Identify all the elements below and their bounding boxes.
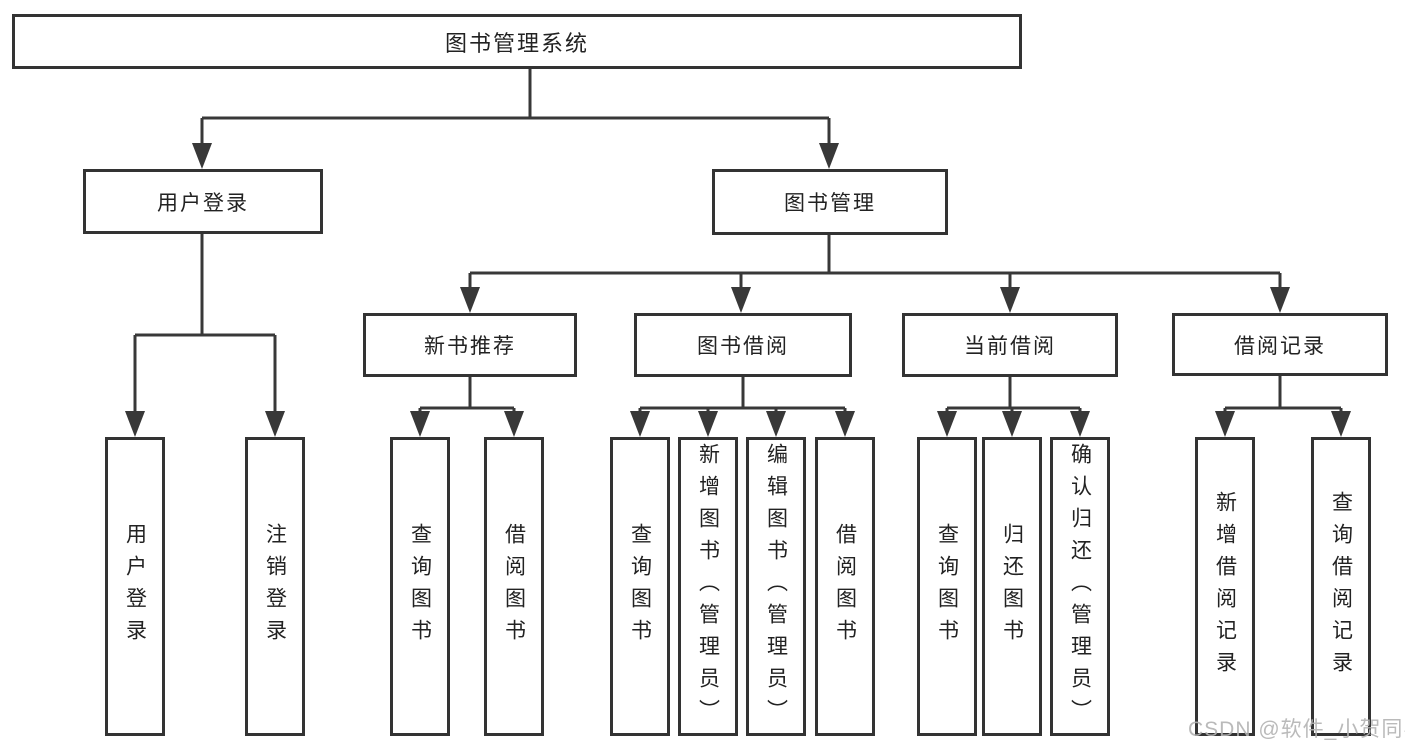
node-label: 查询图书 [628, 522, 652, 651]
arrowhead-icon [1215, 411, 1235, 437]
node-label: 新书推荐 [424, 335, 516, 358]
arrowhead-icon [410, 411, 430, 437]
node-label: 用户登录 [123, 522, 147, 651]
node-label: 图书管理系统 [444, 30, 589, 56]
leaf-confirm-return-admin: 确认归还（管理员） [1050, 437, 1110, 736]
arrowhead-icon [192, 143, 212, 169]
leaf-add-borrow-record: 新增借阅记录 [1195, 437, 1255, 736]
node-new-book-recommend: 新书推荐 [363, 313, 577, 377]
node-label: 编辑图书（管理员） [764, 442, 788, 731]
arrowhead-icon [1000, 287, 1020, 313]
node-label: 借阅记录 [1234, 334, 1326, 358]
node-label: 新增借阅记录 [1213, 490, 1237, 683]
node-label: 图书借阅 [697, 335, 789, 358]
arrowhead-icon [265, 411, 285, 437]
arrowhead-icon [835, 411, 855, 437]
leaf-borrow-books-borrow: 借阅图书 [815, 437, 875, 736]
node-book-management: 图书管理 [712, 169, 948, 235]
node-label: 确认归还（管理员） [1068, 442, 1092, 731]
arrowhead-icon [630, 411, 650, 437]
leaf-user-login: 用户登录 [105, 437, 165, 736]
node-root-system: 图书管理系统 [12, 14, 1022, 69]
arrowhead-icon [504, 411, 524, 437]
arrowhead-icon [1002, 411, 1022, 437]
leaf-add-book-admin: 新增图书（管理员） [678, 437, 738, 736]
node-label: 查询图书 [408, 522, 432, 651]
arrowhead-icon [819, 143, 839, 169]
leaf-query-books-borrow: 查询图书 [610, 437, 670, 736]
leaf-edit-book-admin: 编辑图书（管理员） [746, 437, 806, 736]
arrowhead-icon [125, 411, 145, 437]
arrowhead-icon [731, 287, 751, 313]
node-label: 借阅图书 [502, 522, 526, 651]
leaf-query-books-newrec: 查询图书 [390, 437, 450, 736]
arrowhead-icon [1270, 287, 1290, 313]
connector-path [133, 69, 1343, 413]
leaf-query-books-current: 查询图书 [917, 437, 977, 736]
node-label: 查询借阅记录 [1329, 490, 1353, 683]
node-label: 归还图书 [1000, 522, 1024, 651]
arrowhead-icon [698, 411, 718, 437]
node-current-borrow: 当前借阅 [902, 313, 1118, 377]
node-label: 当前借阅 [964, 335, 1056, 358]
csdn-watermark: CSDN @软件_小贺同学 [1188, 718, 1405, 741]
node-borrow-records: 借阅记录 [1172, 313, 1388, 376]
node-book-borrow: 图书借阅 [634, 313, 852, 377]
node-label: 用户登录 [157, 191, 249, 215]
arrowhead-icon [766, 411, 786, 437]
node-label: 注销登录 [263, 522, 287, 651]
leaf-borrow-books-newrec: 借阅图书 [484, 437, 544, 736]
arrowhead-icon [1331, 411, 1351, 437]
node-label: 查询图书 [935, 522, 959, 651]
node-label: 图书管理 [784, 192, 876, 215]
arrowhead-icon [1070, 411, 1090, 437]
leaf-query-borrow-record: 查询借阅记录 [1311, 437, 1371, 736]
leaf-logout: 注销登录 [245, 437, 305, 736]
node-label: 新增图书（管理员） [696, 442, 720, 731]
leaf-return-books: 归还图书 [982, 437, 1042, 736]
node-user-login: 用户登录 [83, 169, 323, 234]
node-label: 借阅图书 [833, 522, 857, 651]
arrowhead-icon [460, 287, 480, 313]
arrowhead-icon [937, 411, 957, 437]
